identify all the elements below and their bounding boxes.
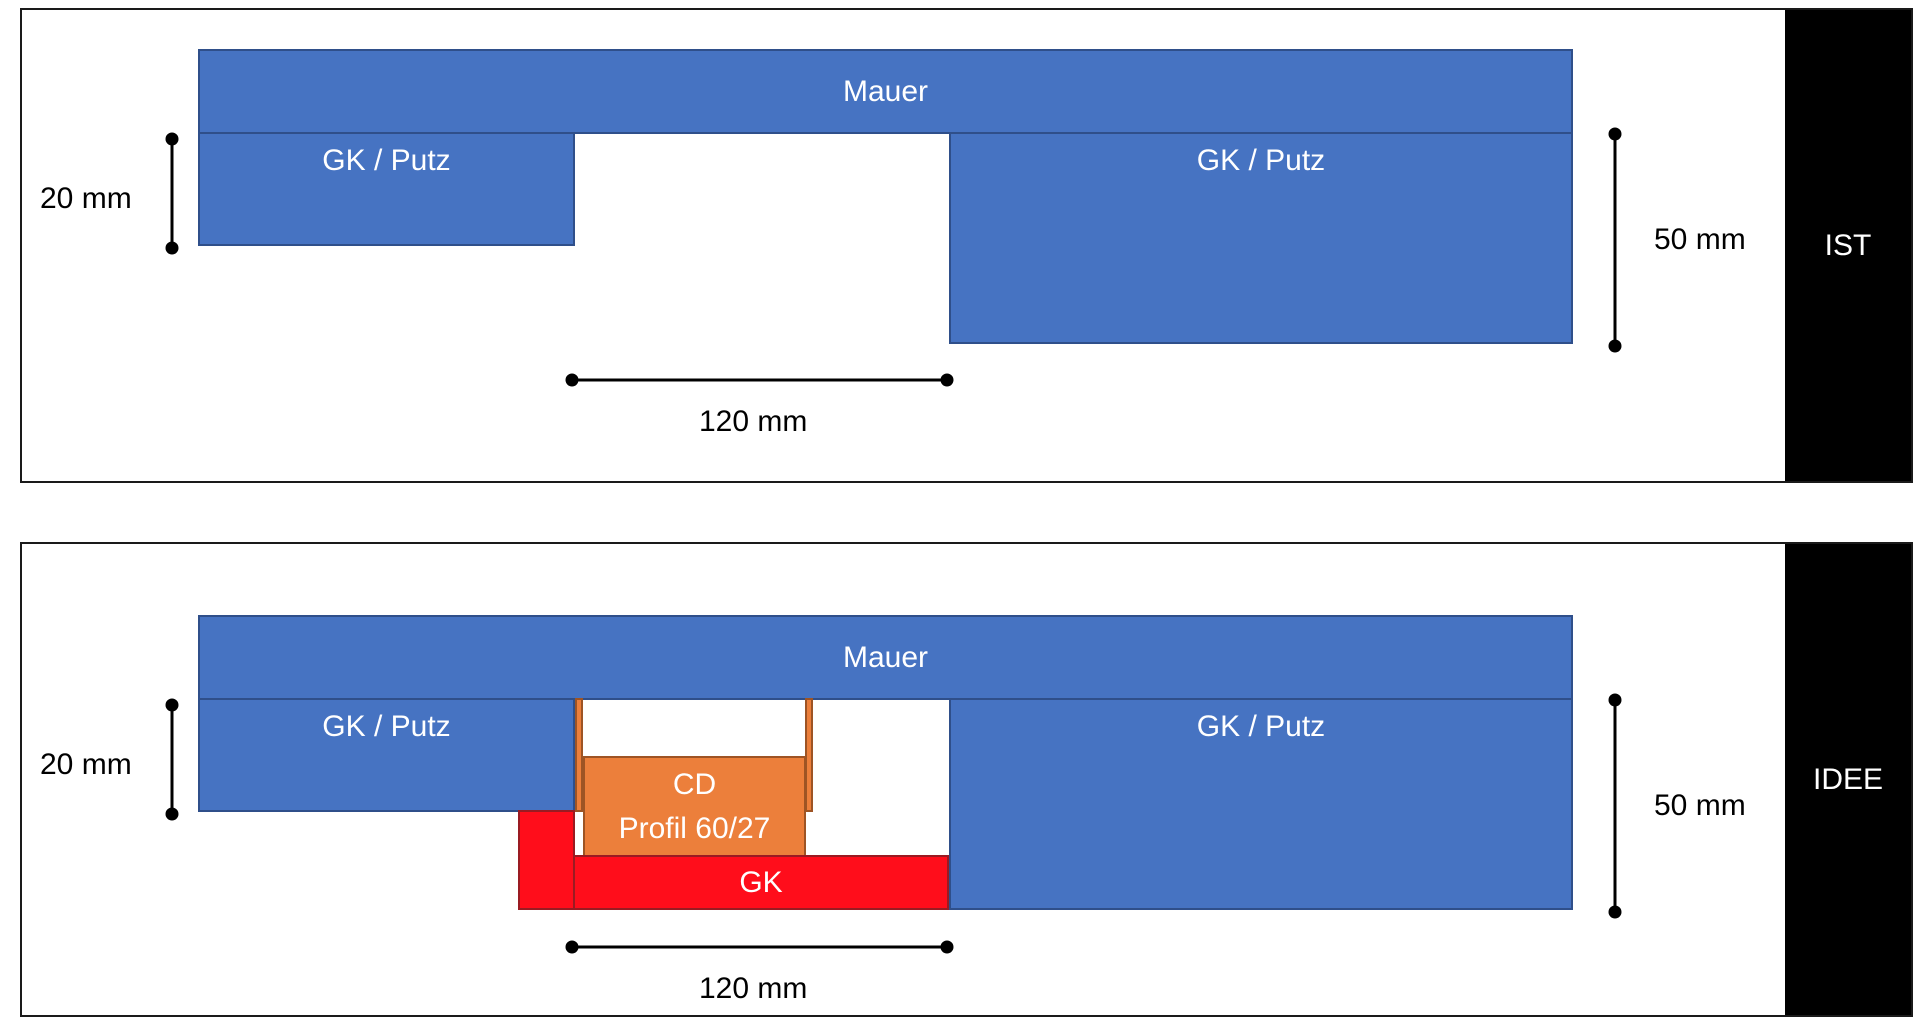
dim-line-left: [165, 698, 179, 821]
panel-ist: Mauer GK / Putz GK / Putz 20 mm 50 mm 12…: [20, 8, 1913, 483]
panel-idee: Mauer GK / Putz GK / Putz CD Profil 60/2…: [20, 542, 1913, 1017]
right-board-block: GK / Putz: [949, 698, 1573, 910]
left-board-block: GK / Putz: [198, 698, 575, 812]
wall-block: Mauer: [198, 615, 1573, 700]
side-label-ist: IST: [1785, 10, 1911, 481]
dim-line-right: [1608, 127, 1622, 353]
dim-label-left: 20 mm: [40, 748, 132, 781]
left-board-block: GK / Putz: [198, 132, 575, 246]
right-board-label: GK / Putz: [1196, 710, 1326, 743]
wall-block: Mauer: [198, 49, 1573, 134]
side-label-idee: IDEE: [1785, 544, 1911, 1015]
profile-flange-left: [575, 698, 583, 812]
wall-label: Mauer: [842, 74, 929, 108]
dimension-lines: [165, 127, 1622, 387]
dim-label-left: 20 mm: [40, 182, 132, 215]
dim-line-bottom: [565, 940, 954, 954]
dim-label-bottom: 120 mm: [699, 972, 808, 1005]
cd-profile-label-line1: CD: [672, 767, 717, 801]
dim-line-bottom: [565, 373, 954, 387]
wall-label: Mauer: [842, 640, 929, 674]
dim-label-right: 50 mm: [1654, 789, 1746, 822]
cd-profile-label-line2: Profil 60/27: [618, 811, 771, 845]
left-board-label: GK / Putz: [322, 144, 451, 177]
dimension-lines: [165, 693, 1622, 954]
right-board-label: GK / Putz: [1196, 144, 1326, 177]
right-board-block: GK / Putz: [949, 132, 1573, 344]
gk-block: GK: [573, 855, 949, 910]
dim-line-right: [1608, 693, 1622, 919]
dim-label-bottom: 120 mm: [699, 405, 808, 438]
cd-profile-block: CD Profil 60/27: [583, 756, 806, 857]
dim-label-right: 50 mm: [1654, 223, 1746, 256]
dim-line-left: [165, 132, 179, 255]
left-board-label: GK / Putz: [322, 710, 451, 743]
profile-flange-right: [805, 698, 813, 812]
gk-label: GK: [739, 865, 783, 899]
